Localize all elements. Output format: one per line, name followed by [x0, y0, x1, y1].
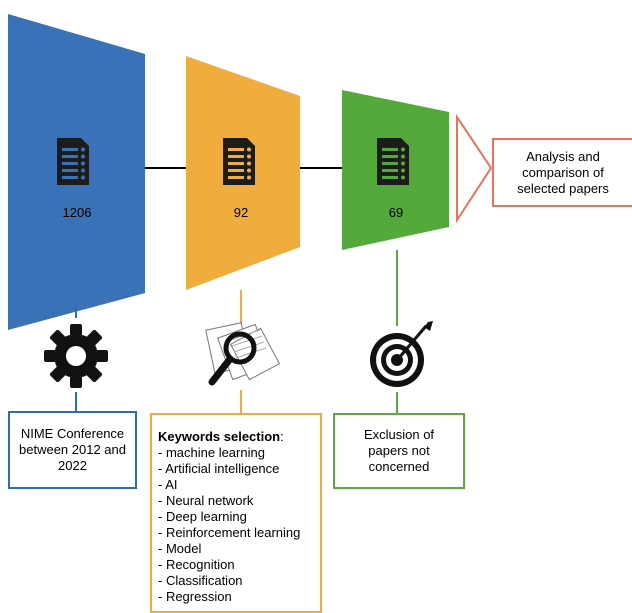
keyword-item: - AI [158, 477, 178, 492]
keywords-list: - machine learning - Artificial intellig… [158, 445, 320, 605]
magnifier-documents-icon [205, 322, 281, 386]
target-icon [370, 321, 433, 387]
exclusion-box: Exclusion of papers not concerned [333, 413, 465, 489]
keywords-box: Keywords selection: - machine learning -… [150, 413, 322, 613]
gear-icon [44, 324, 108, 388]
keyword-item: - Neural network [158, 493, 254, 508]
document-list-icon [377, 138, 409, 185]
stage-3-count: 69 [388, 205, 404, 220]
stage-1-count: 1206 [62, 205, 92, 220]
arrow-icon [456, 113, 493, 224]
document-list-icon [57, 138, 89, 185]
keyword-item: - Classification [158, 573, 243, 588]
keyword-item: - Model [158, 541, 202, 556]
exclusion-text: Exclusion of papers not concerned [363, 427, 435, 474]
nime-text: NIME Conference between 2012 and 2022 [19, 426, 126, 473]
keyword-item: - Reinforcement learning [158, 525, 301, 540]
keyword-item: - Recognition [158, 557, 235, 572]
keywords-title: Keywords selection [158, 429, 281, 444]
nime-box: NIME Conference between 2012 and 2022 [8, 411, 137, 489]
keywords-title-suffix: : [280, 429, 284, 444]
document-list-icon [223, 138, 255, 185]
keyword-item: - Regression [158, 589, 232, 604]
keyword-item: - machine learning [158, 445, 265, 460]
keyword-item: - Artificial intelligence [158, 461, 280, 476]
keyword-item: - Deep learning [158, 509, 247, 524]
analysis-text: Analysis and comparison of selected pape… [517, 148, 609, 196]
stage-2-count: 92 [233, 205, 249, 220]
analysis-box: Analysis and comparison of selected pape… [492, 138, 632, 207]
